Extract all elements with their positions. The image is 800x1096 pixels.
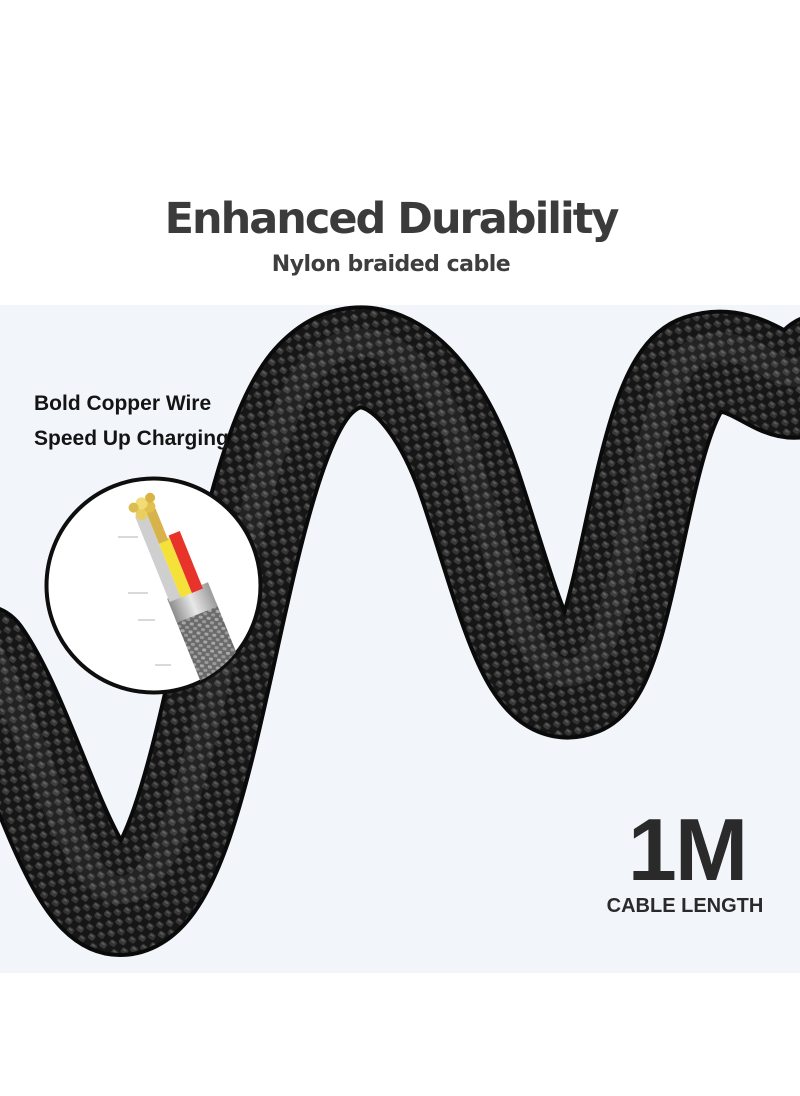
page-title: Enhanced Durability: [164, 194, 620, 244]
feature-callout: Bold Copper Wire Speed Up Charging: [34, 386, 229, 456]
red-wire: [168, 531, 203, 594]
braided-cable-illustration: [0, 305, 800, 958]
silver-wire: [135, 512, 181, 603]
detail-jacket: [167, 582, 218, 623]
cable-highlight: [0, 328, 800, 905]
cable-length-label: CABLE LENGTH: [606, 895, 764, 917]
cable-length-value: 1M: [627, 800, 748, 899]
yellow-wire: [158, 537, 192, 598]
header-section: Enhanced Durability Nylon braided cable: [0, 0, 800, 305]
copper-strands-icon: [128, 492, 156, 521]
wire-detail-circle: [44, 476, 263, 695]
page-subtitle: Nylon braided cable: [271, 252, 511, 277]
cable-braid: [0, 309, 800, 954]
feature-line-1: Bold Copper Wire: [34, 392, 212, 415]
feature-line-2: Speed Up Charging: [34, 427, 229, 450]
footer-space: [0, 973, 800, 1096]
